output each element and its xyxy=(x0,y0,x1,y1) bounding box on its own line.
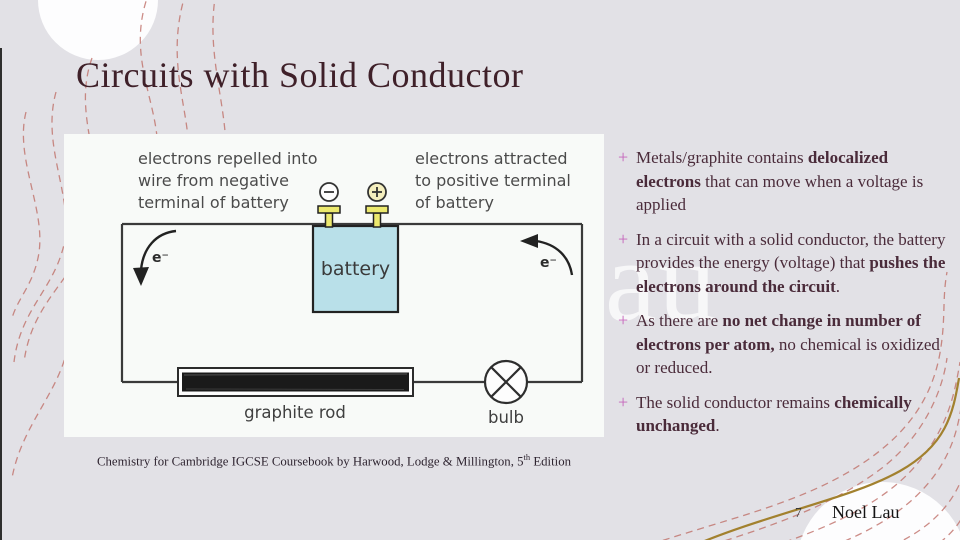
caption-superscript: th xyxy=(523,452,531,462)
plus-marker: + xyxy=(618,147,629,167)
bullet-list: + Metals/graphite contains delocalized el… xyxy=(618,146,950,449)
battery xyxy=(311,182,400,314)
svg-text:terminal of battery: terminal of battery xyxy=(138,193,289,212)
bulb-label: bulb xyxy=(488,408,524,427)
circuit-diagram: electrons repelled into wire from negati… xyxy=(64,134,604,437)
label-right: electrons attracted to positive terminal… xyxy=(415,149,571,212)
electron-label-right: e⁻ xyxy=(540,255,557,271)
svg-text:of battery: of battery xyxy=(415,193,494,212)
bullet-text: Metals/graphite contains delocalized ele… xyxy=(636,148,924,214)
page-title: Circuits with Solid Conductor xyxy=(76,55,524,95)
bullet-item: + As there are no net change in number of… xyxy=(618,309,950,380)
electron-arrow-right xyxy=(520,234,574,276)
plus-terminal-icon xyxy=(367,182,387,202)
graphite-rod xyxy=(177,367,414,397)
circuit-diagram-svg: electrons repelled into wire from negati… xyxy=(120,149,584,427)
bullet-item: + In a circuit with a solid conductor, th… xyxy=(618,228,950,299)
svg-text:electrons attracted: electrons attracted xyxy=(415,149,568,168)
author-name: Noel Lau xyxy=(832,502,900,522)
bullet-item: + Metals/graphite contains delocalized el… xyxy=(618,146,950,217)
battery-label: battery xyxy=(321,258,390,280)
source-caption: Chemistry for Cambridge IGCSE Coursebook… xyxy=(64,452,604,469)
minus-terminal-icon xyxy=(319,182,339,202)
caption-suffix: Edition xyxy=(530,454,572,469)
page-number: 7 xyxy=(795,505,802,520)
plus-marker: + xyxy=(618,310,629,330)
blob-top-left xyxy=(38,0,158,60)
graphite-rod-label: graphite rod xyxy=(244,403,346,422)
bulb-icon xyxy=(483,359,529,405)
bullet-text: As there are no net change in number of … xyxy=(636,311,940,377)
bullet-item: + The solid conductor remains chemically … xyxy=(618,391,950,438)
plus-marker: + xyxy=(618,228,629,249)
svg-text:electrons repelled into: electrons repelled into xyxy=(138,149,317,168)
svg-text:to positive terminal: to positive terminal xyxy=(415,171,571,190)
plus-marker: + xyxy=(618,391,629,412)
svg-text:wire from negative: wire from negative xyxy=(138,171,289,190)
bullet-text: In a circuit with a solid conductor, the… xyxy=(636,229,946,296)
caption-text: Chemistry for Cambridge IGCSE Coursebook… xyxy=(96,454,524,469)
battery-terminals xyxy=(317,205,389,228)
electron-label-left: e⁻ xyxy=(152,250,169,266)
bullet-text: The solid conductor remains chemically u… xyxy=(636,392,912,436)
label-left: electrons repelled into wire from negati… xyxy=(138,149,317,212)
